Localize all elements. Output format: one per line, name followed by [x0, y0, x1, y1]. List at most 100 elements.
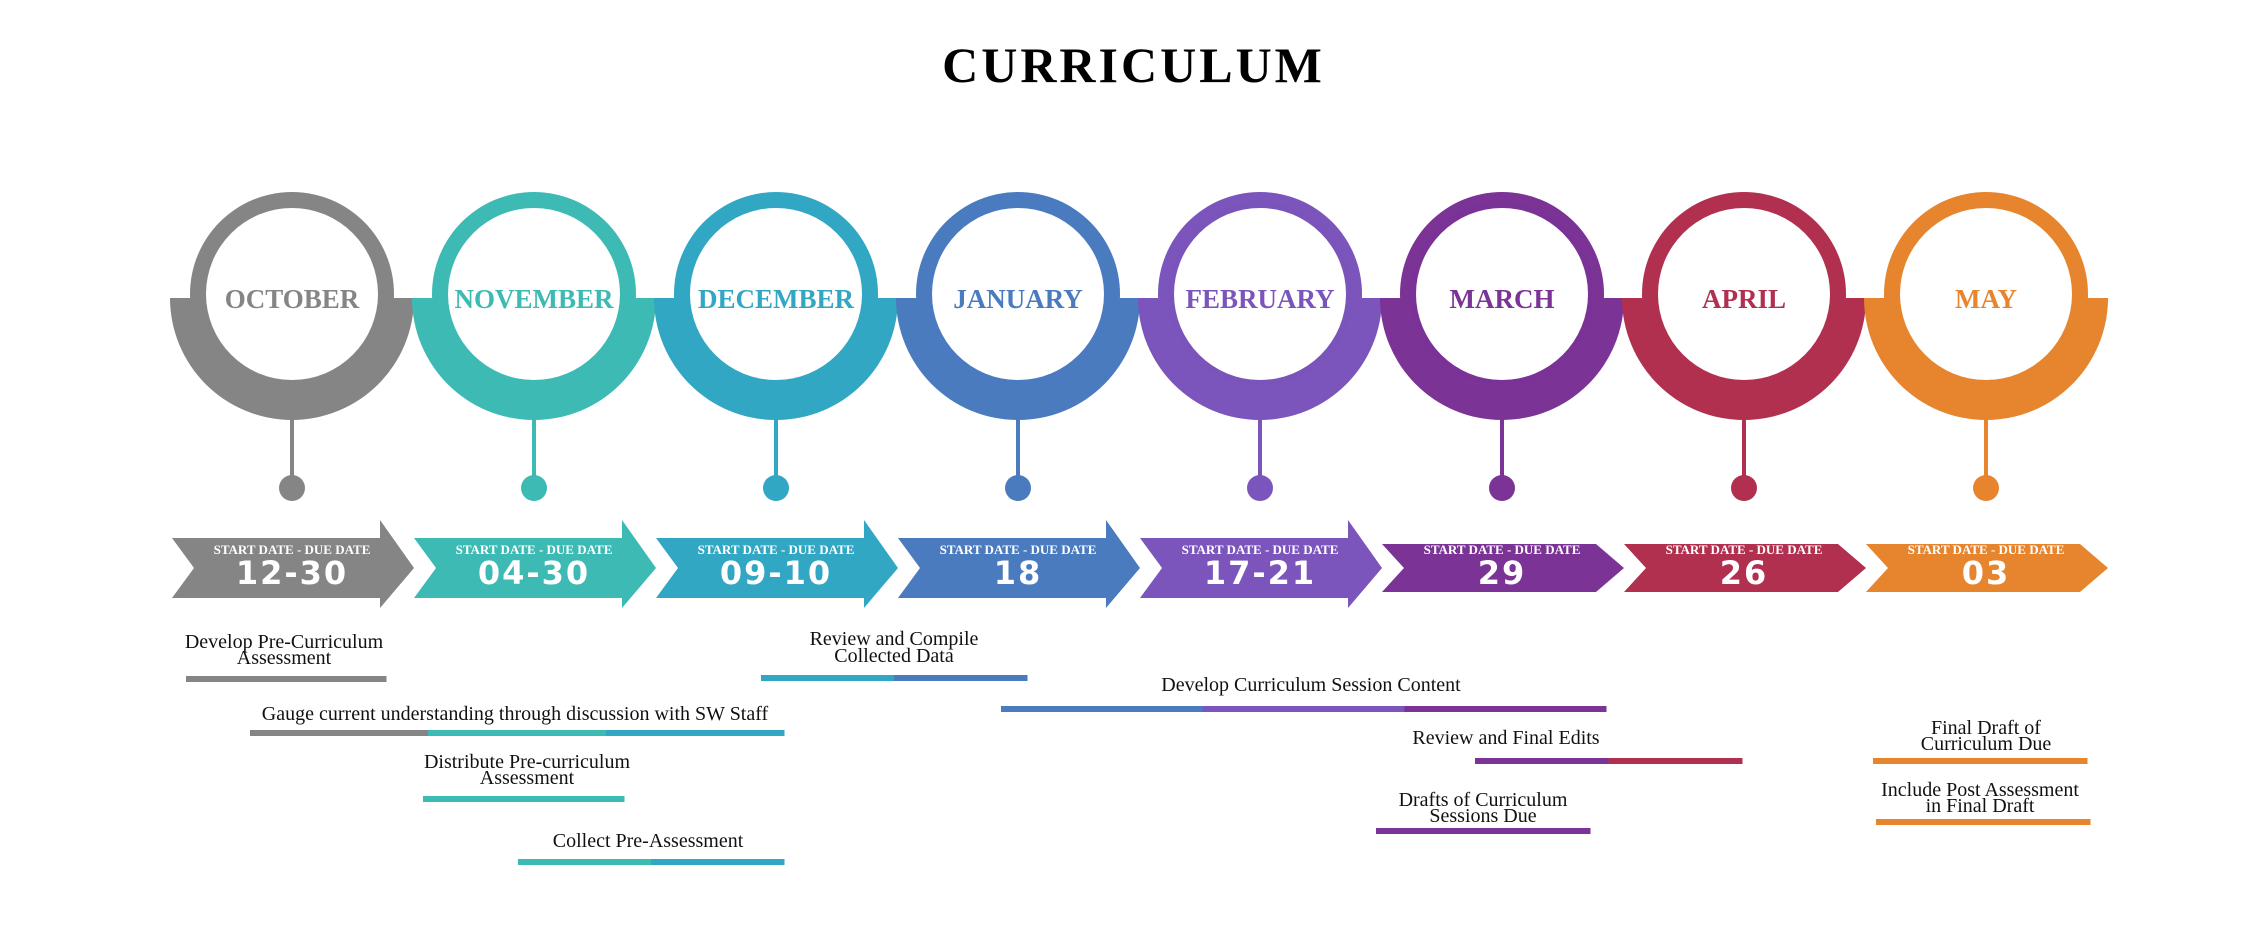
date-range-label: START DATE - DUE DATE [456, 542, 613, 557]
date-range-label: START DATE - DUE DATE [214, 542, 371, 557]
date-range-label: START DATE - DUE DATE [1908, 542, 2065, 557]
task-bar-segment [1376, 828, 1591, 834]
task-bar-segment [1873, 758, 2088, 764]
date-arrow [898, 520, 1140, 608]
date-arrow [656, 520, 898, 608]
connector-dot [1973, 475, 1999, 501]
date-arrow [1624, 544, 1866, 592]
task-label: Develop Pre-Curriculum [185, 631, 384, 653]
task-label: Collect Pre-Assessment [553, 830, 744, 852]
task-item: Review and Final Edits [1412, 727, 1743, 764]
task-bar-segment [518, 859, 652, 865]
month-center [1174, 208, 1346, 380]
task-label: Assessment [480, 767, 575, 789]
month-label: JANUARY [953, 284, 1083, 314]
task-label: Curriculum Due [1921, 733, 2052, 755]
task-bar-segment [1608, 758, 1743, 764]
month-center [1416, 208, 1588, 380]
date-value: 18 [994, 554, 1043, 592]
task-label: Gauge current understanding through disc… [262, 703, 769, 725]
task-item: Collect Pre-Assessment [518, 830, 785, 865]
task-bar-segment [1876, 819, 2091, 825]
date-arrow [414, 520, 656, 608]
task-item: Gauge current understanding through disc… [250, 703, 785, 736]
task-label: Drafts of Curriculum [1399, 789, 1568, 811]
date-arrow [172, 520, 414, 608]
task-label: Distribute Pre-curriculum [424, 751, 630, 773]
month-center [1900, 208, 2072, 380]
month-center [1658, 208, 1830, 380]
date-value: 29 [1478, 554, 1527, 592]
date-range-label: START DATE - DUE DATE [940, 542, 1097, 557]
month-label: MAY [1955, 284, 2017, 314]
task-label: Review and Final Edits [1412, 727, 1599, 749]
task-label: Sessions Due [1429, 805, 1536, 827]
task-bar-segment [428, 730, 607, 736]
task-item: Develop Curriculum Session Content [1001, 674, 1607, 712]
month-label: NOVEMBER [454, 284, 614, 314]
date-value: 12-30 [236, 554, 348, 592]
connector-dot [1247, 475, 1273, 501]
task-label: Final Draft of [1931, 717, 2041, 739]
task-bar-segment [606, 730, 785, 736]
date-value: 17-21 [1204, 554, 1316, 592]
connector-dot [1489, 475, 1515, 501]
task-bar-segment [651, 859, 785, 865]
month-label: OCTOBER [225, 284, 360, 314]
task-bar-segment [1001, 706, 1204, 712]
month-label: DECEMBER [698, 284, 855, 314]
page-title: CURRICULUM [942, 37, 1325, 93]
connector-dot [1005, 475, 1031, 501]
month-center [206, 208, 378, 380]
task-bar-segment [1202, 706, 1405, 712]
task-label: in Final Draft [1926, 795, 2035, 817]
date-arrow [1140, 520, 1382, 608]
month-center [448, 208, 620, 380]
date-range-label: START DATE - DUE DATE [1666, 542, 1823, 557]
date-range-label: START DATE - DUE DATE [1182, 542, 1339, 557]
connector-dot [763, 475, 789, 501]
task-label: Develop Curriculum Session Content [1161, 674, 1461, 696]
date-value: 09-10 [720, 554, 832, 592]
task-bar-segment [894, 675, 1028, 681]
task-label: Collected Data [834, 645, 954, 667]
date-value: 04-30 [478, 554, 590, 592]
task-label: Include Post Assessment [1881, 779, 2079, 801]
task-bar-segment [1475, 758, 1609, 764]
date-range-label: START DATE - DUE DATE [1424, 542, 1581, 557]
task-bar-segment [1404, 706, 1607, 712]
month-label: APRIL [1702, 284, 1786, 314]
task-label: Review and Compile [810, 628, 979, 650]
date-arrow [1866, 544, 2108, 592]
date-arrow [1382, 544, 1624, 592]
task-bar-segment [250, 730, 429, 736]
date-value: 26 [1720, 554, 1769, 592]
month-center [690, 208, 862, 380]
month-label: FEBRUARY [1185, 284, 1334, 314]
month-label: MARCH [1450, 284, 1555, 314]
month-center [932, 208, 1104, 380]
date-value: 03 [1962, 554, 2011, 592]
task-bar-segment [186, 676, 387, 682]
task-label: Assessment [237, 647, 332, 669]
date-range-label: START DATE - DUE DATE [698, 542, 855, 557]
connector-dot [279, 475, 305, 501]
task-bar-segment [423, 796, 625, 802]
connector-dot [521, 475, 547, 501]
